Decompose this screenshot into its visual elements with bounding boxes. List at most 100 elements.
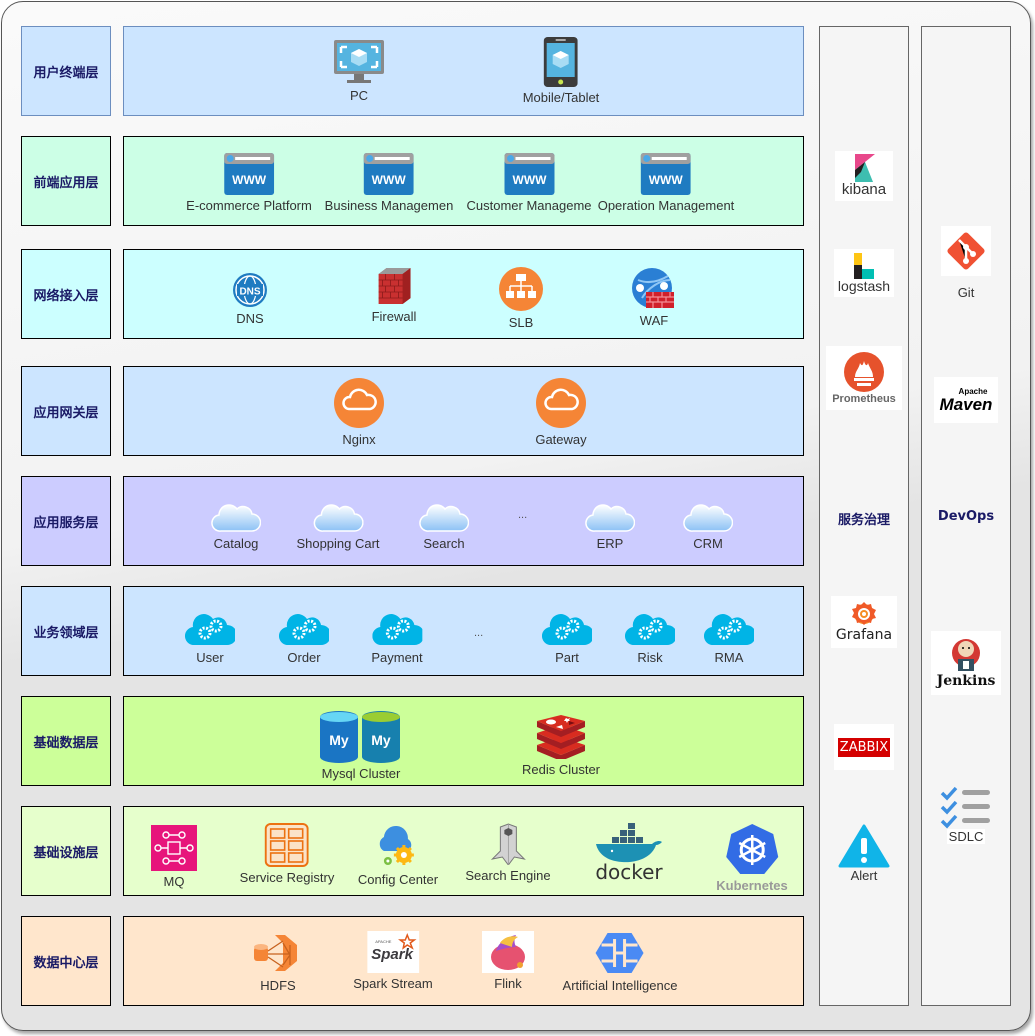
svg-text:WWW: WWW <box>512 173 547 187</box>
prometheus-icon <box>844 352 884 392</box>
svg-text:My: My <box>329 732 349 748</box>
node-mq[interactable]: MQ <box>151 825 197 889</box>
node-label: Config Center <box>357 872 439 887</box>
node-waf[interactable]: WAF <box>632 268 676 328</box>
tool-label: kibana <box>841 181 887 198</box>
node-part[interactable]: Part <box>542 609 592 665</box>
tool-prometheus[interactable]: Prometheus <box>826 346 902 410</box>
registry-icon <box>264 823 309 867</box>
node-catalog[interactable]: Catalog <box>211 501 261 551</box>
checklist-icon <box>940 786 990 829</box>
tool-alert[interactable]: Alert <box>836 824 892 883</box>
node-label: Spark Stream <box>353 976 433 991</box>
node-risk[interactable]: Risk <box>625 609 675 665</box>
devops-title: DevOps <box>937 509 995 524</box>
node-docker[interactable]: docker <box>594 823 664 881</box>
node-mysql-cluster[interactable]: My My Mysql Cluster <box>319 711 403 781</box>
layer-user-terminal: PC Mobile/Tablet <box>123 26 804 116</box>
node-label: Mysql Cluster <box>321 766 401 781</box>
node-label: Customer Manageme <box>466 198 592 213</box>
tool-label: SDLC <box>946 829 986 844</box>
node-crm[interactable]: CRM <box>683 501 733 551</box>
node-slb[interactable]: SLB <box>498 266 544 330</box>
tool-grafana[interactable]: Grafana <box>831 596 897 648</box>
node-pc[interactable]: PC <box>333 39 385 103</box>
node-label: Redis Cluster <box>521 762 601 777</box>
alert-icon <box>838 824 890 868</box>
cloud-icon <box>211 504 261 532</box>
tool-zabbix[interactable]: ZABBIX <box>834 724 894 770</box>
more-domains-ellipsis: ... <box>474 627 484 639</box>
node-redis-cluster[interactable]: Redis Cluster <box>522 715 600 777</box>
www-browser-icon: WWW <box>363 153 414 195</box>
node-label: Search Engine <box>465 868 551 883</box>
layer-label-network-access: 网络接入层 <box>21 249 111 339</box>
node-search-engine[interactable]: Search Engine <box>465 823 551 883</box>
svg-text:WWW: WWW <box>372 173 407 187</box>
tool-kibana[interactable]: kibana <box>835 151 893 201</box>
node-label: DNS <box>236 311 264 326</box>
maven-sublabel: Apache <box>958 386 988 396</box>
node-nginx[interactable]: Nginx <box>333 377 385 447</box>
node-flink[interactable]: Flink <box>482 931 534 991</box>
tool-maven[interactable]: Apache Maven <box>934 377 998 423</box>
cloud-gear-icon <box>279 614 329 646</box>
cloud-icon <box>585 504 635 532</box>
node-label: WAF <box>639 313 669 328</box>
node-dns[interactable]: DNS DNS <box>232 272 268 326</box>
node-business-management[interactable]: WWW Business Managemen <box>324 153 454 213</box>
layer-network-access: DNS DNS Firewall SLB WAF <box>123 249 804 339</box>
node-order[interactable]: Order <box>279 609 329 665</box>
tablet-icon <box>543 37 578 87</box>
node-rma[interactable]: RMA <box>704 609 754 665</box>
node-label: Flink <box>494 976 522 991</box>
tool-jenkins[interactable]: Jenkins <box>931 631 1001 695</box>
layer-label-app-gateway: 应用网关层 <box>21 366 111 456</box>
node-search[interactable]: Search <box>419 501 469 551</box>
node-firewall[interactable]: Firewall <box>372 266 416 324</box>
node-shopping-cart[interactable]: Shopping Cart <box>296 501 380 551</box>
layer-label-business-domain: 业务领域层 <box>21 586 111 676</box>
node-label: Kubernetes <box>716 878 788 893</box>
cloud-gear-icon <box>542 614 592 646</box>
node-artificial-intelligence[interactable]: Artificial Intelligence <box>563 931 677 993</box>
node-hdfs[interactable]: HDFS <box>253 931 303 993</box>
node-label: PC <box>349 88 369 103</box>
node-gateway[interactable]: Gateway <box>535 377 587 447</box>
node-operation-management[interactable]: WWW Operation Management <box>598 153 734 213</box>
maven-icon: Maven <box>939 394 993 414</box>
governance-title: 服务治理 <box>837 513 890 528</box>
cloud-gear-icon <box>372 614 422 646</box>
ai-brain-icon <box>595 933 644 973</box>
tool-label: Jenkins <box>936 673 996 689</box>
node-ecommerce-platform[interactable]: WWW E-commerce Platform <box>186 153 312 213</box>
www-browser-icon: WWW <box>504 153 554 195</box>
node-customer-management[interactable]: WWW Customer Manageme <box>467 153 592 213</box>
node-config-center[interactable]: Config Center <box>358 825 438 887</box>
tool-git[interactable] <box>941 226 991 276</box>
tool-logstash[interactable]: logstash <box>834 249 894 297</box>
grafana-icon <box>852 602 876 625</box>
tool-label: logstash <box>837 277 891 294</box>
message-queue-icon <box>151 825 197 871</box>
node-mobile-tablet[interactable]: Mobile/Tablet <box>522 37 600 105</box>
node-label: Service Registry <box>239 870 335 885</box>
node-payment[interactable]: Payment <box>371 609 423 665</box>
node-label: Business Managemen <box>324 198 454 213</box>
node-user[interactable]: User <box>185 609 235 665</box>
cloud-icon <box>419 504 469 532</box>
layer-label-base-data: 基础数据层 <box>21 696 111 786</box>
node-label: Mobile/Tablet <box>522 90 600 105</box>
node-label: Order <box>287 650 321 665</box>
waf-icon <box>632 268 674 308</box>
tool-label: Git <box>957 285 975 300</box>
node-kubernetes[interactable]: Kubernetes <box>716 823 788 893</box>
svg-text:My: My <box>371 732 391 748</box>
node-erp[interactable]: ERP <box>585 501 635 551</box>
node-service-registry[interactable]: Service Registry <box>239 823 335 885</box>
tool-sdlc[interactable]: SDLC <box>938 785 994 844</box>
kubernetes-icon <box>726 824 778 874</box>
node-label: CRM <box>693 536 723 551</box>
layer-label-user-terminal: 用户终端层 <box>21 26 111 116</box>
